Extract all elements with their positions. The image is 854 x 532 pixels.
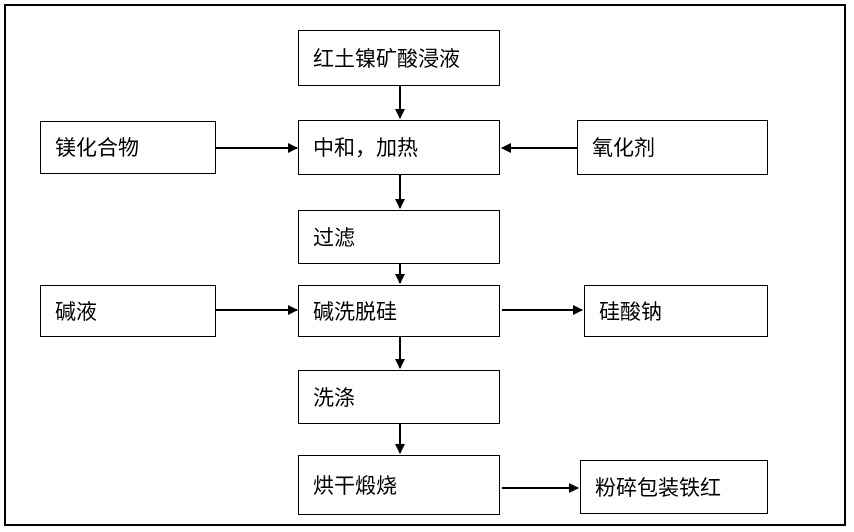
node-filter: 过滤	[298, 210, 500, 264]
node-alkali: 碱液	[40, 285, 216, 337]
node-product: 粉碎包装铁红	[580, 460, 768, 514]
node-sodium-silicate: 硅酸钠	[584, 285, 768, 337]
node-mg-compound: 镁化合物	[40, 121, 216, 174]
node-wash: 洗涤	[298, 370, 500, 424]
node-desilicate: 碱洗脱硅	[298, 285, 500, 337]
node-leach: 红土镍矿酸浸液	[298, 30, 500, 86]
node-neutralize: 中和，加热	[298, 120, 500, 175]
node-oxidant: 氧化剂	[577, 120, 768, 175]
node-dry-calcine: 烘干煅烧	[298, 455, 500, 515]
